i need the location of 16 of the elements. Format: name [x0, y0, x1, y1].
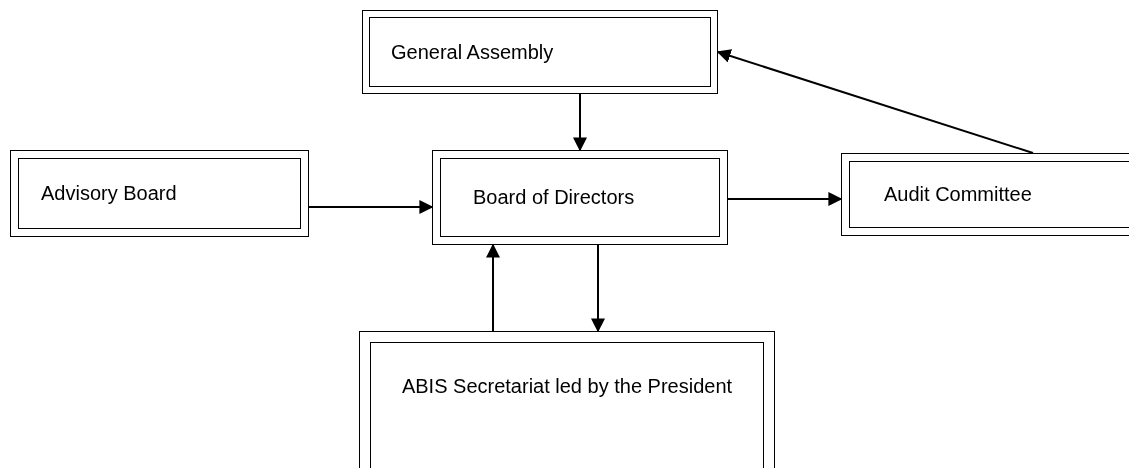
arrow	[486, 243, 500, 332]
double-border-box	[362, 10, 718, 94]
box-label: General Assembly	[391, 39, 554, 65]
double-border-box	[841, 153, 1129, 236]
arrow	[716, 49, 1034, 154]
arrow	[573, 93, 587, 152]
double-border-box	[10, 150, 309, 237]
arrow	[308, 200, 434, 214]
box-label: Advisory Board	[41, 181, 177, 206]
arrow	[727, 192, 843, 206]
box-label: ABIS Secretariat led by the President	[401, 373, 733, 399]
double-border-box	[359, 331, 775, 468]
double-border-box	[432, 150, 728, 245]
arrow	[591, 244, 605, 333]
box-label: Board of Directors	[473, 185, 635, 210]
box-label: Audit Committee	[884, 182, 1032, 207]
